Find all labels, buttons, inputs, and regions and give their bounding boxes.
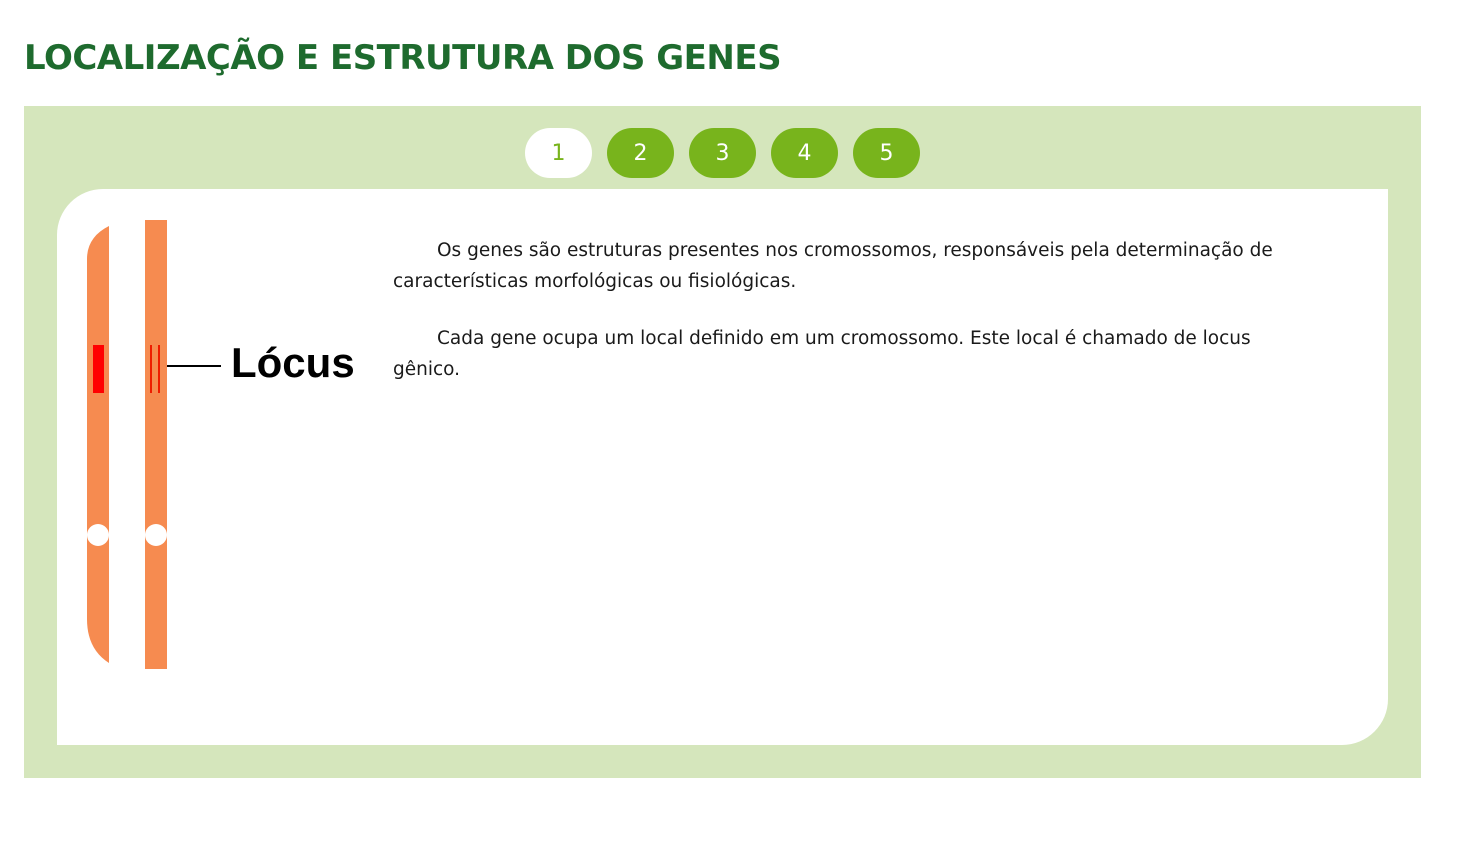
content-card: Lócus Os genes são estruturas presentes … bbox=[57, 189, 1388, 745]
centromere-left bbox=[87, 524, 109, 546]
gene-band-left bbox=[93, 345, 104, 393]
gene-line-right-1 bbox=[150, 345, 152, 393]
paragraph-locus-definition: Cada gene ocupa um local definido em um … bbox=[393, 328, 1251, 380]
paragraph-genes-definition: Os genes são estruturas presentes nos cr… bbox=[393, 240, 1273, 292]
content-panel: 1 2 3 4 5 Lócus Os genes são estruturas … bbox=[24, 106, 1421, 778]
gene-line-right-2 bbox=[158, 345, 160, 393]
pager-button-5[interactable]: 5 bbox=[853, 128, 920, 178]
chromosome-left bbox=[87, 226, 109, 663]
pager-button-1[interactable]: 1 bbox=[525, 128, 592, 178]
page-pager: 1 2 3 4 5 bbox=[525, 128, 920, 178]
pager-button-4[interactable]: 4 bbox=[771, 128, 838, 178]
chromosome-illustration bbox=[87, 220, 221, 669]
chromosome-right bbox=[145, 220, 167, 669]
centromere-right bbox=[145, 524, 167, 546]
pager-button-3[interactable]: 3 bbox=[689, 128, 756, 178]
page-title: LOCALIZAÇÃO E ESTRUTURA DOS GENES bbox=[24, 38, 782, 78]
description-text: Os genes são estruturas presentes nos cr… bbox=[393, 235, 1313, 411]
locus-label: Lócus bbox=[231, 339, 355, 386]
pager-button-2[interactable]: 2 bbox=[607, 128, 674, 178]
